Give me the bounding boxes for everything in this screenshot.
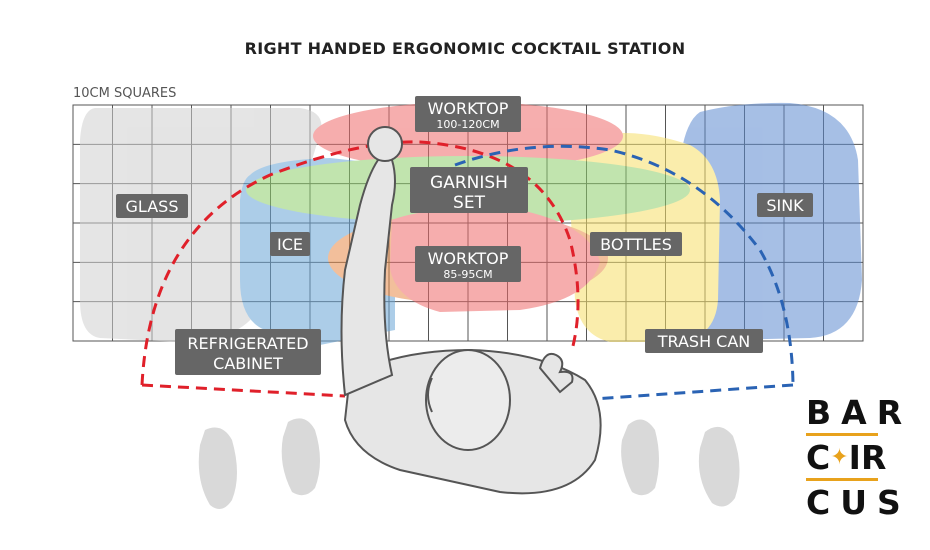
footprint-right-1 <box>621 419 659 496</box>
svg-text:REFRIGERATED: REFRIGERATED <box>187 334 308 353</box>
fridge-label: REFRIGERATED CABINET <box>175 329 321 375</box>
left-reach-arc <box>140 140 580 386</box>
svg-text:SET: SET <box>453 193 486 213</box>
svg-text:WORKTOP: WORKTOP <box>428 249 509 268</box>
bartender-hand <box>367 126 403 162</box>
logo-bar-2 <box>806 478 878 481</box>
svg-text:WORKTOP: WORKTOP <box>428 99 509 118</box>
footprint-left-2 <box>281 418 320 496</box>
right-reach-arc <box>454 144 795 386</box>
logo-row-1: BAR <box>806 392 902 433</box>
diagram-title: RIGHT HANDED ERGONOMIC COCKTAIL STATION <box>244 39 686 58</box>
grid-scale-label: 10CM SQUARES <box>73 86 177 101</box>
svg-text:SINK: SINK <box>766 196 804 215</box>
worktop-mid-label: WORKTOP 85-95CM <box>415 246 521 282</box>
logo-text-bar: BAR <box>806 393 913 432</box>
svg-text:GARNISH: GARNISH <box>430 173 508 193</box>
svg-text:BOTTLES: BOTTLES <box>600 235 672 254</box>
sink-label: SINK <box>757 193 813 217</box>
bar-circus-logo: BAR C ✦ I R CUS <box>806 392 902 523</box>
left-reach-baseline <box>141 383 346 398</box>
bartender-ear <box>427 377 433 413</box>
logo-text-cus: CUS <box>806 483 911 522</box>
garnish-label: GARNISH SET <box>410 167 528 213</box>
svg-text:85-95CM: 85-95CM <box>443 268 492 281</box>
svg-text:CABINET: CABINET <box>213 354 283 373</box>
logo-letter-r: R <box>860 438 887 477</box>
bartender-head <box>425 349 511 451</box>
logo-bar-1 <box>806 433 878 436</box>
zones <box>80 102 862 345</box>
footprint-left-1 <box>198 427 237 509</box>
glass-label: GLASS <box>116 194 188 218</box>
svg-text:GLASS: GLASS <box>126 197 179 216</box>
logo-letter-i: I <box>848 438 861 477</box>
footprint-right-2 <box>698 426 740 507</box>
logo-letter-c: C <box>806 438 831 477</box>
worktop-top-label: WORKTOP 100-120CM <box>415 96 521 132</box>
footprints <box>198 418 740 509</box>
star-icon: ✦ <box>830 445 849 470</box>
svg-text:TRASH CAN: TRASH CAN <box>657 332 751 351</box>
sink-zone <box>678 102 862 340</box>
bartender-right-hand <box>538 352 574 394</box>
bottles-label: BOTTLES <box>590 232 682 256</box>
bartender-figure <box>340 126 602 495</box>
right-reach-baseline <box>579 383 794 402</box>
ice-label: ICE <box>270 232 310 256</box>
svg-text:100-120CM: 100-120CM <box>436 118 499 131</box>
trash-label: TRASH CAN <box>645 329 763 353</box>
zone-labels: WORKTOP 100-120CM GARNISH SET WORKTOP 85… <box>116 96 813 375</box>
svg-text:ICE: ICE <box>277 235 303 254</box>
logo-row-2: C ✦ I R <box>806 437 886 478</box>
logo-row-3: CUS <box>806 482 901 523</box>
